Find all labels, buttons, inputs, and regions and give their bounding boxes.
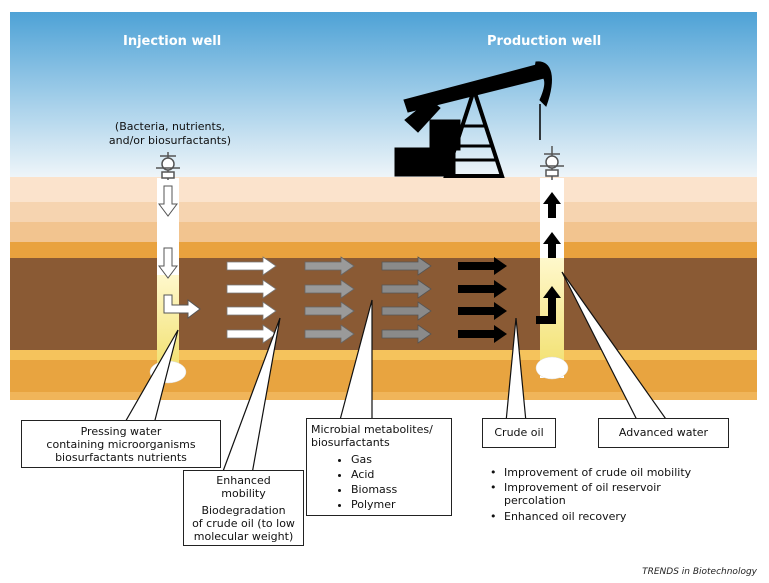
list-item: Acid: [351, 468, 451, 481]
sky: [10, 12, 757, 177]
bullet-2: •Improvement of oil reservoir: [490, 481, 661, 494]
publisher-credit: TRENDS in Biotechnology: [642, 567, 757, 577]
injection-well-title: Injection well: [123, 34, 222, 49]
pump-jack-icon: [394, 61, 552, 178]
stratum-7: [10, 392, 757, 402]
bullet-3: •Enhanced oil recovery: [490, 510, 627, 523]
production-well: [535, 146, 569, 380]
list-item: Gas: [351, 453, 451, 466]
microbial-items-list: Gas Acid Biomass Polymer: [311, 453, 451, 511]
production-well-title: Production well: [487, 34, 602, 49]
advanced-water-box: Advanced water: [598, 418, 729, 448]
production-arrow-up-2: [543, 232, 561, 258]
injection-arrow-down-1: [158, 185, 178, 217]
production-wellhead-icon: [540, 146, 564, 180]
production-arrow-up-1: [543, 192, 561, 218]
injection-arrow-down-2: [158, 247, 178, 279]
pressing-water-box: Pressing water containing microorganisms…: [21, 420, 221, 468]
bullet-1: •Improvement of crude oil mobility: [490, 466, 692, 479]
microbial-metabolites-box: Microbial metabolites/ biosurfactants Ga…: [306, 418, 452, 516]
injection-wellhead-icon: [156, 152, 180, 180]
stratum-3: [10, 222, 757, 242]
callout-pointers: [122, 271, 670, 475]
enhanced-mobility-box: Enhanced mobility Biodegradation of crud…: [183, 470, 304, 546]
flow-arrows-gray-2: [381, 256, 432, 344]
injection-note: (Bacteria, nutrients, and/or biosurfacta…: [108, 120, 232, 147]
production-arrow-up-3: [536, 286, 561, 324]
flow-arrows-gray-1: [304, 256, 355, 344]
stratum-1: [10, 177, 757, 202]
injection-arrow-bend: [163, 294, 201, 319]
bullet-2-cont: percolation: [504, 494, 566, 507]
flow-arrows-white: [226, 256, 277, 344]
list-item: Polymer: [351, 498, 451, 511]
crude-oil-box: Crude oil: [482, 418, 556, 448]
stratum-2: [10, 202, 757, 222]
flow-arrows-black: [458, 257, 507, 343]
stratum-5: [10, 350, 757, 360]
stratum-4: [10, 242, 757, 258]
list-item: Biomass: [351, 483, 451, 496]
